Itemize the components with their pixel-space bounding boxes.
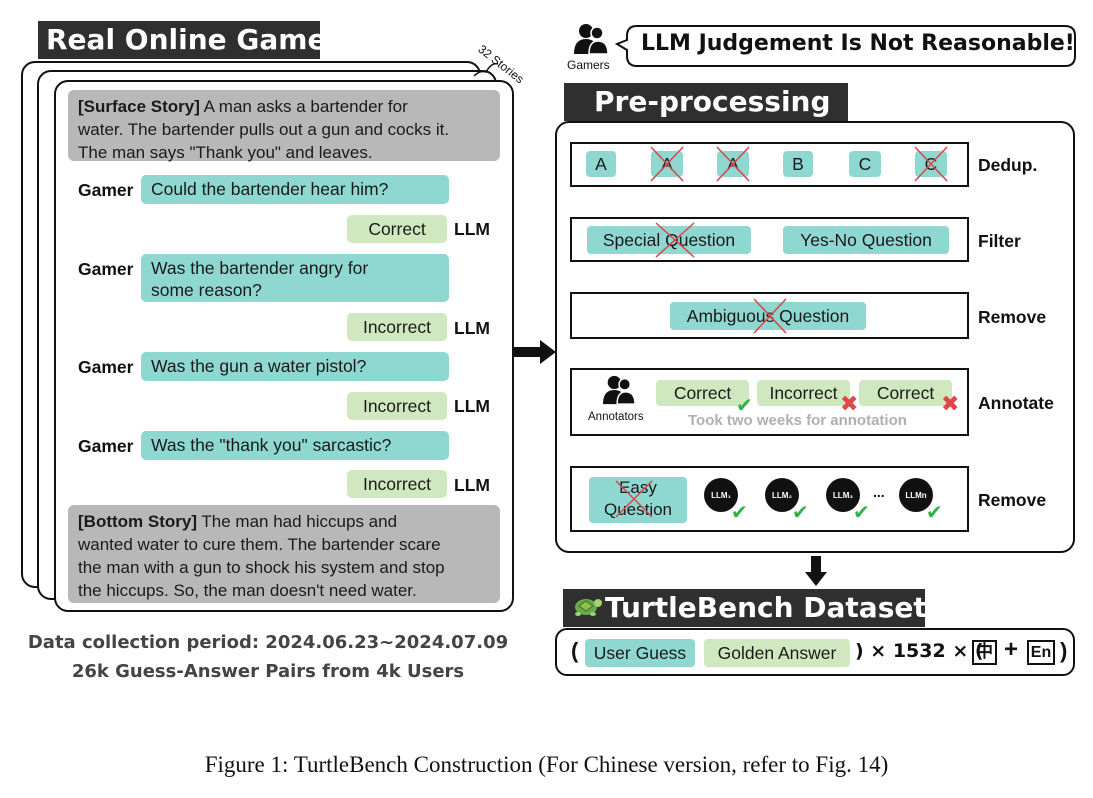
- annotate-label: Annotate: [978, 393, 1054, 413]
- surface-story: [Surface Story] A man asks a bartender f…: [68, 90, 500, 162]
- turtle-icon: [571, 590, 605, 628]
- llm-1-icon: LLM₁: [704, 478, 738, 512]
- remove-easy-label: Remove: [978, 490, 1047, 510]
- collection-period: Data collection period: 2024.06.23~2024.…: [27, 632, 509, 653]
- user-guess-chip: User Guess: [585, 639, 695, 667]
- gamer-label: Gamer: [78, 436, 134, 456]
- llm-label: LLM: [454, 475, 490, 495]
- arrow-right-icon: [514, 340, 556, 364]
- llm-answer: Incorrect: [347, 470, 447, 498]
- check-icon: ✔: [926, 502, 943, 524]
- check-icon: ✔: [736, 395, 753, 417]
- gamer-question: Was the bartender angry for some reason?: [141, 254, 449, 302]
- llm-label: LLM: [454, 396, 490, 416]
- check-icon: ✔: [853, 502, 870, 524]
- check-icon: ✔: [731, 502, 748, 524]
- speech-bubble-icon: [615, 25, 1076, 67]
- remove-label: Remove: [978, 307, 1047, 327]
- surface-story-line: A man asks a bartender for: [199, 97, 408, 116]
- annotators-icon: [603, 375, 636, 405]
- annotators-label: Annotators: [588, 411, 644, 423]
- stack-brace-icon: [473, 62, 499, 77]
- figure-caption: Figure 1: TurtleBench Construction (For …: [204, 752, 889, 777]
- check-icon: ✔: [792, 502, 809, 524]
- filter-label: Filter: [978, 231, 1021, 251]
- filter-chip-yesno: Yes-No Question: [783, 226, 949, 254]
- preprocess-title: Pre-processing: [564, 83, 848, 121]
- pair-count: 26k Guess-Answer Pairs from 4k Users: [71, 661, 465, 682]
- surface-story-line: water. The bartender pulls out a gun and…: [78, 120, 450, 139]
- gamers-icon: [574, 24, 609, 55]
- llm-answer: Correct: [347, 215, 447, 243]
- dataset-title: TurtleBench Dataset: [563, 589, 927, 628]
- llm-label: LLM: [454, 318, 490, 338]
- dedup-chip: A: [586, 151, 616, 177]
- easy-question-chip: Easy Question: [589, 477, 687, 523]
- surface-story-line: The man says "Thank you" and leaves.: [78, 143, 373, 162]
- bottom-story-line: the hiccups. So, the man doesn't need wa…: [78, 581, 417, 600]
- gamer-label: Gamer: [78, 180, 134, 200]
- easy-question-line: Easy: [619, 478, 657, 497]
- llm-answer: Incorrect: [347, 313, 447, 341]
- bottom-story-line: the man with a gun to shock his system a…: [78, 558, 445, 577]
- gamer-question: Was the gun a water pistol?: [141, 352, 449, 381]
- gamer-label: Gamer: [78, 259, 134, 279]
- gamer-question: Could the bartender hear him?: [141, 175, 449, 204]
- left-title: Real Online Game: [38, 21, 326, 59]
- cross-out-icon: [716, 146, 750, 182]
- gamers-label: Gamers: [567, 58, 610, 72]
- cross-out-icon: [753, 298, 787, 334]
- bottom-story-line: wanted water to cure them. The bartender…: [78, 535, 441, 554]
- zh-box: 中: [972, 640, 997, 665]
- annotate-chip: Incorrect: [757, 380, 850, 406]
- x-icon: ✖: [941, 391, 960, 416]
- cross-out-icon: [655, 222, 695, 258]
- gamer-question: Was the "thank you" sarcastic?: [141, 431, 449, 460]
- speech-text: LLM Judgement Is Not Reasonable!: [641, 31, 1075, 56]
- llm-2-icon: LLM₂: [765, 478, 799, 512]
- llm-3-icon: LLM₃: [826, 478, 860, 512]
- llm-n-icon: LLMn: [899, 478, 933, 512]
- dedup-box: [570, 142, 969, 187]
- bottom-story: [Bottom Story] The man had hiccups and w…: [68, 505, 500, 603]
- arrow-down-icon: [805, 556, 827, 586]
- annotate-chip: Correct: [859, 380, 952, 406]
- x-icon: ✖: [840, 391, 859, 416]
- cross-out-icon: [615, 480, 653, 518]
- surface-story-label: [Surface Story]: [78, 97, 200, 116]
- en-box: En: [1027, 640, 1055, 665]
- formula-multiplier: ) × 1532 × (: [855, 640, 984, 662]
- dedup-chip: C: [849, 151, 881, 177]
- paren-open: (: [571, 638, 579, 663]
- dataset-title-text: TurtleBench Dataset: [605, 591, 927, 624]
- dedup-label: Dedup.: [978, 155, 1038, 175]
- easy-question-line: Question: [603, 500, 673, 519]
- bottom-story-label: [Bottom Story]: [78, 512, 197, 531]
- ellipsis: ...: [873, 484, 885, 500]
- dedup-chip: B: [783, 151, 813, 177]
- ambiguous-chip: Ambiguous Question: [670, 302, 866, 330]
- plus-sign: +: [1004, 636, 1019, 663]
- llm-answer: Incorrect: [347, 392, 447, 420]
- annotate-chip: Correct: [656, 380, 749, 406]
- cross-out-icon: [914, 146, 948, 182]
- bottom-story-line: The man had hiccups and: [196, 512, 398, 531]
- cross-out-icon: [650, 146, 684, 182]
- filter-chip-special: Special Question: [587, 226, 751, 254]
- paren-close: ): [1060, 638, 1068, 663]
- annotation-note: Took two weeks for annotation: [688, 412, 907, 429]
- llm-label: LLM: [454, 219, 490, 239]
- gamer-label: Gamer: [78, 357, 134, 377]
- golden-answer-chip: Golden Answer: [704, 639, 850, 667]
